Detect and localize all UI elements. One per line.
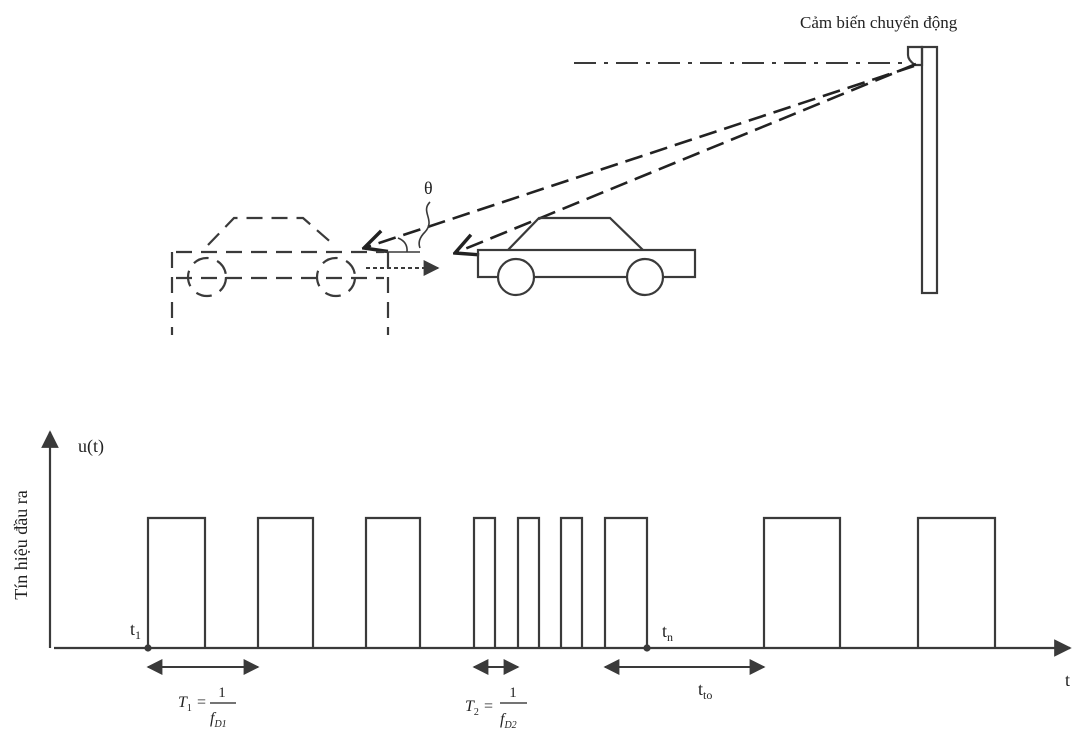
sensor-label: Cảm biến chuyển động xyxy=(800,13,958,32)
tn-marker xyxy=(643,644,651,652)
svg-text:=: = xyxy=(197,694,206,711)
svg-text:=: = xyxy=(484,698,493,715)
x-axis-label: t xyxy=(1065,670,1070,690)
sensor-pole xyxy=(906,45,939,295)
y-axis-title: Tín hiệu đầu ra xyxy=(11,490,31,599)
t1-label: t1 xyxy=(130,619,141,642)
svg-text:fD2: fD2 xyxy=(500,711,517,729)
car-current-position xyxy=(476,216,697,297)
formula-T2: T2 = 1 fD2 xyxy=(465,685,527,729)
car-previous-position xyxy=(170,216,390,335)
svg-text:T2: T2 xyxy=(465,698,479,718)
svg-text:1: 1 xyxy=(218,685,226,701)
formula-T1: T1 = 1 fD1 xyxy=(178,685,236,729)
svg-text:fD1: fD1 xyxy=(210,710,227,729)
theta-angle-marker: θ xyxy=(380,178,433,253)
pulse-train xyxy=(146,516,997,648)
svg-text:1: 1 xyxy=(509,685,517,701)
svg-text:T1: T1 xyxy=(178,694,192,714)
tto-label: tto xyxy=(698,679,712,702)
t1-marker xyxy=(144,644,152,652)
tn-label: tn xyxy=(662,621,673,644)
beam-to-new-car xyxy=(455,62,917,253)
beam-to-old-car xyxy=(364,64,915,248)
theta-label: θ xyxy=(424,178,433,198)
y-axis-label: u(t) xyxy=(78,436,104,457)
